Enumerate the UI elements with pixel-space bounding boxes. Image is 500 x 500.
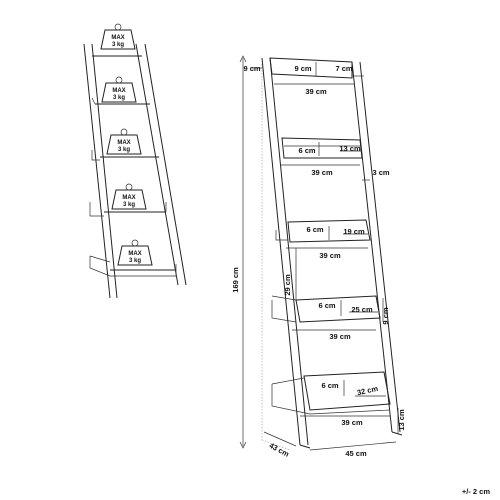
base-height-label: 13 cm [397,409,406,431]
shelf4-width-label: 39 cm [329,332,351,341]
weight-icon: MAX 3 kg [106,128,142,155]
shelf4-side-label: 9 cm [381,307,390,324]
tolerance-label: +/- 2 cm [461,487,490,496]
shelf4-height-label: 6 cm [318,301,335,310]
top-shelf-height-label: 9 cm [294,64,311,73]
height-total-label: 169 cm [231,267,240,293]
weight-kg-label: 3 kg [118,147,130,153]
shelf5-height-label: 6 cm [321,381,338,390]
weight-max-label: MAX [117,140,130,146]
weight-kg-label: 3 kg [123,202,135,208]
weight-max-label: MAX [111,35,124,41]
spacing-label: 29 cm [283,274,292,296]
dimension-ladder-drawing [261,57,403,451]
shelf2-depth-label: 13 cm [339,144,361,153]
frame-thickness-label: 3 cm [372,168,389,177]
weight-icon: MAX 3 kg [111,183,147,210]
load-ladder-illustration [83,43,187,299]
weight-kg-label: 3 kg [129,258,141,264]
weight-kg-label: 3 kg [112,42,124,48]
base-width-label: 45 cm [345,449,367,458]
weight-icon: MAX 3 kg [117,239,153,266]
dimension-lines [239,55,399,451]
shelf5-depth-label: 32 cm [356,384,379,397]
shelf2-width-label: 39 cm [311,168,333,177]
weight-kg-label: 3 kg [113,95,125,101]
base-depth-label: 43 cm [268,441,291,459]
weight-icon: MAX 3 kg [101,76,137,103]
weight-icon: MAX 3 kg [100,23,136,50]
shelf3-width-label: 39 cm [319,251,341,260]
shelf4-depth-label: 25 cm [351,305,373,314]
shelf1-width-label: 39 cm [305,87,327,96]
top-shelf-depth-label: 7 cm [335,64,352,73]
weight-max-label: MAX [112,88,125,94]
weight-max-label: MAX [122,195,135,201]
weight-max-label: MAX [128,251,141,257]
top-left-label: 9 cm [243,64,260,73]
shelf5-width-label: 39 cm [341,418,363,427]
shelf2-height-label: 6 cm [298,146,315,155]
shelf3-depth-label: 19 cm [343,227,365,236]
dimension-labels: 169 cm 9 cm 9 cm 7 cm 39 cm 6 cm 13 cm 3… [231,64,406,459]
shelf3-height-label: 6 cm [306,225,323,234]
